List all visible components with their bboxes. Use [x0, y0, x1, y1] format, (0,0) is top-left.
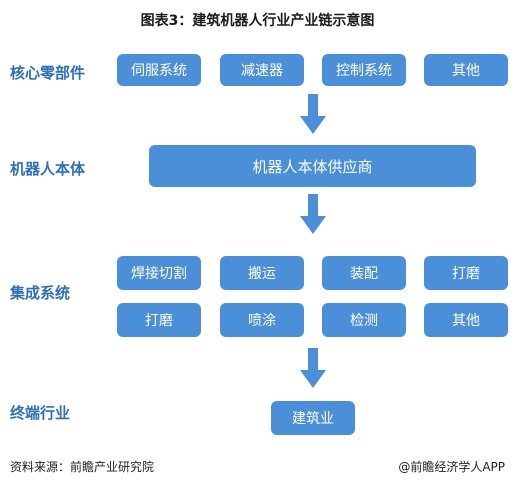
integration-item-box: 喷涂 [220, 303, 304, 337]
integration-item-box: 装配 [322, 256, 406, 290]
brand-note: @前瞻经济学人APP [398, 460, 505, 474]
integration-item-box: 打磨 [117, 303, 201, 337]
core-part-box: 伺服系统 [117, 54, 201, 86]
row-label-core-parts: 核心零部件 [10, 64, 86, 82]
diagram-title: 图表3：建筑机器人行业产业链示意图 [140, 13, 375, 29]
source-note: 资料来源：前瞻产业研究院 [10, 460, 155, 474]
down-arrow-icon [298, 94, 328, 136]
core-part-box: 其他 [424, 54, 508, 86]
down-arrow-icon [298, 348, 328, 390]
robot-body-supplier-box: 机器人本体供应商 [149, 145, 476, 187]
integration-item-box: 焊接切割 [117, 256, 201, 290]
row-label-integration-system: 集成系统 [10, 284, 71, 302]
integration-item-box: 检测 [322, 303, 406, 337]
row-label-robot-body: 机器人本体 [10, 160, 86, 178]
down-arrow-icon [298, 194, 328, 236]
row-label-end-industry: 终端行业 [10, 404, 71, 422]
core-part-box: 控制系统 [322, 54, 406, 86]
end-industry-box: 建筑业 [271, 401, 355, 435]
integration-item-box: 搬运 [220, 256, 304, 290]
integration-item-box: 打磨 [424, 256, 508, 290]
integration-item-box: 其他 [424, 303, 508, 337]
core-part-box: 减速器 [220, 54, 304, 86]
